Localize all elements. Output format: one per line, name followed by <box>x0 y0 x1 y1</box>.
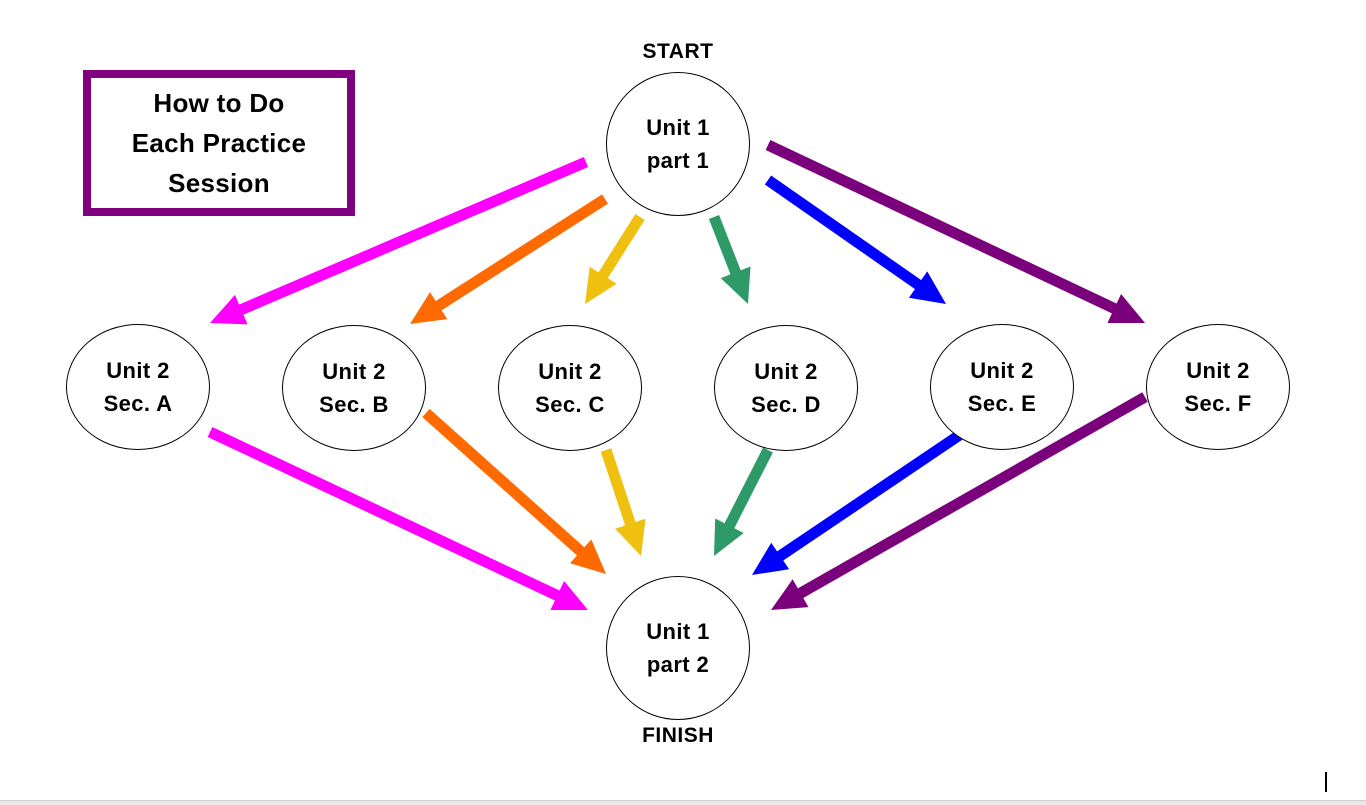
section-b-line2: Sec. B <box>319 392 389 417</box>
section-f-line2: Sec. F <box>1184 391 1252 416</box>
arrow-section-e-to-finish <box>752 427 968 575</box>
arrow-section-e-to-finish-head <box>752 542 790 575</box>
start-label: START <box>642 40 714 63</box>
arrow-start-to-section-e-head <box>908 271 946 304</box>
finish-node-line2: part 2 <box>646 652 710 677</box>
section-d-line2: Sec. D <box>751 392 821 417</box>
diagram-title: How to Do Each Practice Session <box>131 88 307 198</box>
arrow-section-a-to-finish <box>207 427 588 610</box>
arrow-start-to-section-a-head <box>210 294 248 325</box>
arrow-section-d-to-finish-head <box>714 518 744 556</box>
arrow-start-to-section-e-shaft <box>764 175 923 291</box>
arrow-section-b-to-finish-shaft <box>422 408 586 557</box>
arrow-start-to-section-d <box>708 214 751 304</box>
arrow-section-c-to-finish <box>600 448 646 556</box>
arrow-start-to-section-b <box>410 194 608 324</box>
arrow-start-to-section-c-head <box>585 266 617 304</box>
arrow-start-to-section-c-shaft <box>597 214 645 280</box>
section-a-line2: Sec. A <box>103 391 173 416</box>
title-box: How to Do Each Practice Session <box>83 70 355 216</box>
finish-label: FINISH <box>642 724 714 747</box>
arrow-start-to-section-b-shaft <box>433 194 608 312</box>
arrow-start-to-section-c <box>585 214 645 304</box>
finish-node-line1: Unit 1 <box>646 619 710 644</box>
section-f-line1: Unit 2 <box>1186 358 1250 383</box>
arrow-start-to-section-d-head <box>720 266 751 304</box>
arrow-start-to-section-a <box>210 156 589 325</box>
section-node-e: Unit 2 Sec. E <box>930 324 1074 450</box>
arrow-start-to-section-f-shaft <box>765 140 1119 315</box>
arrows-layer <box>207 140 1148 610</box>
section-e-line2: Sec. E <box>967 391 1037 416</box>
section-c-line2: Sec. C <box>535 392 605 417</box>
arrow-section-e-to-finish-shaft <box>775 427 968 562</box>
page-bottom-divider <box>0 800 1366 805</box>
arrow-section-c-to-finish-head <box>615 518 646 556</box>
arrow-section-b-to-finish <box>422 408 606 574</box>
section-d-line1: Unit 2 <box>754 359 818 384</box>
section-c-line1: Unit 2 <box>538 359 602 384</box>
section-node-d: Unit 2 Sec. D <box>714 325 858 451</box>
section-a-line1: Unit 2 <box>106 358 170 383</box>
section-node-c: Unit 2 Sec. C <box>498 325 642 451</box>
start-node: Unit 1 part 1 <box>606 72 750 216</box>
section-node-b: Unit 2 Sec. B <box>282 325 426 451</box>
section-b-line1: Unit 2 <box>322 359 386 384</box>
finish-node: Unit 1 part 2 <box>606 576 750 720</box>
section-e-line1: Unit 2 <box>970 358 1034 383</box>
start-node-line2: part 1 <box>646 148 710 173</box>
section-node-a: Unit 2 Sec. A <box>66 324 210 450</box>
arrow-section-d-to-finish <box>714 447 773 556</box>
arrow-section-a-to-finish-head <box>550 581 588 610</box>
arrow-start-to-section-e <box>764 175 946 304</box>
section-node-f: Unit 2 Sec. F <box>1146 324 1290 450</box>
arrow-section-c-to-finish-shaft <box>600 448 637 528</box>
start-node-line1: Unit 1 <box>646 115 710 140</box>
arrow-section-f-to-finish <box>771 392 1148 610</box>
arrow-start-to-section-f <box>765 140 1145 323</box>
arrow-section-f-to-finish-shaft <box>796 392 1148 599</box>
arrow-start-to-section-a-shaft <box>237 156 589 316</box>
arrow-section-d-to-finish-shaft <box>723 447 773 530</box>
arrow-section-f-to-finish-head <box>771 579 809 610</box>
arrow-start-to-section-d-shaft <box>708 214 742 277</box>
arrow-section-b-to-finish-head <box>569 539 606 574</box>
arrow-section-a-to-finish-shaft <box>207 427 562 602</box>
arrow-start-to-section-f-head <box>1107 294 1145 323</box>
text-cursor <box>1325 772 1327 792</box>
arrow-start-to-section-b-head <box>410 292 448 324</box>
